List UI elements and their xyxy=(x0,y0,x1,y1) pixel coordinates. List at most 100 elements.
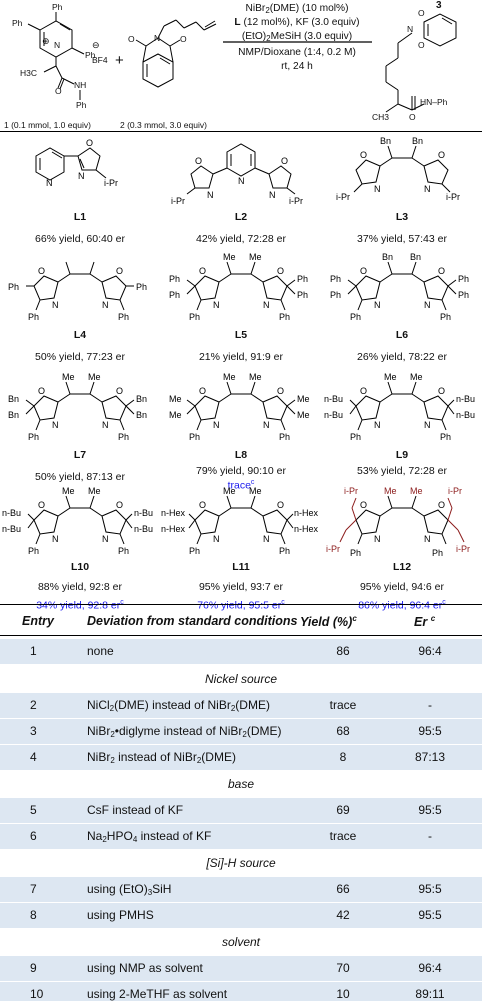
header-deviation: Deviation from standard conditions xyxy=(87,614,298,628)
svg-text:Ph: Ph xyxy=(330,274,341,284)
svg-text:Ph: Ph xyxy=(279,312,290,322)
svg-text:Ph: Ph xyxy=(189,432,200,442)
table-row: 4 NiBr2 instead of NiBr2(DME) 8 87:13 xyxy=(0,745,482,770)
carbonyl-oxygen-label: O xyxy=(418,40,425,50)
oxazoline-o-label: O xyxy=(438,150,445,160)
svg-text:n-Bu: n-Bu xyxy=(134,524,153,534)
ligand-result: 37% yield, 57:43 er xyxy=(357,233,447,245)
ligand-l7: Me Me O O N N Bn Bn Bn Bn Ph Ph L7 50% y… xyxy=(0,372,160,492)
svg-text:Ph: Ph xyxy=(279,546,290,556)
ligand-result-alt: 86% yield, 96:4 erc xyxy=(358,599,446,612)
oxazoline-o-label: O xyxy=(360,150,367,160)
svg-text:n-Bu: n-Bu xyxy=(456,394,475,404)
svg-text:Ph: Ph xyxy=(297,274,308,284)
reaction-scheme: Ph Ph Ph N ⊕ ⊖ BF4 H3C O NH Ph + N O O N… xyxy=(0,0,482,132)
table-top-rule xyxy=(0,604,482,605)
svg-text:Ph: Ph xyxy=(350,548,361,558)
phenyl-label: Ph xyxy=(85,50,96,60)
cation-charge-label: ⊕ xyxy=(42,36,50,46)
ligand-l2: N O O N N i-Pr i-Pr L2 42% yield, 72:28 … xyxy=(161,134,321,254)
table-row: 2 NiCl2(DME) instead of NiBr2(DME) trace… xyxy=(0,693,482,718)
svg-text:N: N xyxy=(374,300,381,310)
ligand-l10-structure: Me Me O O N N n-Bu n-Bu n-Bu n-Bu Ph Ph xyxy=(2,486,153,556)
svg-text:Ph: Ph xyxy=(350,312,361,322)
svg-text:n-Hex: n-Hex xyxy=(294,508,319,518)
ligand-l7-structure: Me Me O O N N Bn Bn Bn Bn Ph Ph xyxy=(8,372,147,442)
svg-text:N: N xyxy=(213,534,220,544)
ligand-label: L4 xyxy=(73,329,87,341)
ligand-l12: Me Me O O N N i-Pr i-Pr i-Pr i-Pr Ph Ph … xyxy=(322,486,482,612)
nitrogen-label: N xyxy=(54,40,61,50)
oxygen-label: O xyxy=(55,86,62,96)
svg-text:Me: Me xyxy=(169,410,182,420)
svg-text:O: O xyxy=(277,266,284,276)
svg-text:i-Pr: i-Pr xyxy=(344,486,358,496)
ligand-result: 79% yield, 90:10 er xyxy=(196,465,286,477)
ligand-l4: O O N N Ph Ph Ph Ph L4 50% yield, 77:23 … xyxy=(0,252,160,372)
table-row: 1 none 86 96:4 xyxy=(0,639,482,664)
svg-text:N: N xyxy=(52,420,59,430)
ligand-label: L12 xyxy=(392,561,412,573)
reagent-1-label: 1 (0.1 mmol, 1.0 equiv) xyxy=(4,120,91,130)
ligand-result: 50% yield, 87:13 er xyxy=(35,471,125,483)
ligand-l12-structure: Me Me O O N N i-Pr i-Pr i-Pr i-Pr Ph Ph xyxy=(326,486,470,558)
condition-solvent: NMP/Dioxane (1:4, 0.2 M) xyxy=(238,47,356,58)
svg-text:n-Hex: n-Hex xyxy=(161,508,186,518)
svg-text:Me: Me xyxy=(297,394,310,404)
section-header: base xyxy=(227,777,255,791)
methyl-label: CH3 xyxy=(372,112,390,122)
svg-text:O: O xyxy=(438,500,445,510)
ligand-l3-structure: Bn Bn O O N N i-Pr i-Pr xyxy=(336,136,460,202)
svg-text:N: N xyxy=(102,420,109,430)
svg-text:n-Bu: n-Bu xyxy=(456,410,475,420)
svg-text:Me: Me xyxy=(88,486,101,496)
oxazoline-o-label: O xyxy=(86,138,93,148)
oxazoline-n-label: N xyxy=(207,190,214,200)
svg-text:N: N xyxy=(424,534,431,544)
condition-temp-time: rt, 24 h xyxy=(281,61,313,72)
table-row: 9 using NMP as solvent 70 96:4 xyxy=(0,956,482,981)
svg-text:Me: Me xyxy=(249,486,262,496)
ligand-l5-structure: Me Me O O N N Ph Ph Ph Ph Ph Ph xyxy=(169,252,308,322)
svg-text:N: N xyxy=(374,534,381,544)
svg-text:n-Bu: n-Bu xyxy=(324,410,343,420)
condition-catalyst: NiBr2(DME) (10 mol%) xyxy=(245,3,349,15)
svg-text:Ph: Ph xyxy=(330,290,341,300)
svg-text:Me: Me xyxy=(384,372,397,382)
carbonyl-oxygen-label: O xyxy=(418,8,425,18)
svg-text:O: O xyxy=(277,500,284,510)
amide-oxygen-label: O xyxy=(409,112,416,122)
oxazoline-n-label: N xyxy=(374,184,381,194)
imide-nitrogen-label: N xyxy=(407,24,414,34)
svg-text:Ph: Ph xyxy=(297,290,308,300)
ligand-l8-structure: Me Me O O N N Me Me Me Me Ph Ph xyxy=(169,372,310,442)
table-row: 10 using 2-MeTHF as solvent 10 89:11 xyxy=(0,982,482,1001)
scheme-structures xyxy=(27,12,457,113)
ligand-result: 42% yield, 72:28 er xyxy=(196,233,286,245)
svg-text:N: N xyxy=(102,300,109,310)
svg-text:n-Bu: n-Bu xyxy=(134,508,153,518)
isopropyl-label: i-Pr xyxy=(104,178,118,188)
svg-text:O: O xyxy=(199,386,206,396)
svg-text:O: O xyxy=(116,500,123,510)
plus-sign: + xyxy=(115,52,124,69)
svg-text:n-Bu: n-Bu xyxy=(324,394,343,404)
header-rule xyxy=(0,635,482,636)
ligand-label: L9 xyxy=(395,449,409,461)
ligand-result: 95% yield, 93:7 er xyxy=(198,581,284,593)
svg-text:N: N xyxy=(102,534,109,544)
svg-text:N: N xyxy=(52,534,59,544)
svg-text:Bn: Bn xyxy=(410,252,421,262)
svg-text:N: N xyxy=(213,420,220,430)
svg-text:O: O xyxy=(116,266,123,276)
oxazoline-n-label: N xyxy=(269,190,276,200)
isopropyl-label: i-Pr xyxy=(446,192,460,202)
svg-text:O: O xyxy=(38,386,45,396)
table-row: 6 Na2HPO4 instead of KF trace - xyxy=(0,824,482,849)
svg-text:N: N xyxy=(52,300,59,310)
svg-text:Ph: Ph xyxy=(458,274,469,284)
ligand-l6: Bn Bn O O N N Ph Ph Ph Ph Ph Ph L6 26% y… xyxy=(322,252,482,372)
svg-text:n-Bu: n-Bu xyxy=(2,508,21,518)
ligand-label: L5 xyxy=(234,329,248,341)
svg-text:N: N xyxy=(213,300,220,310)
